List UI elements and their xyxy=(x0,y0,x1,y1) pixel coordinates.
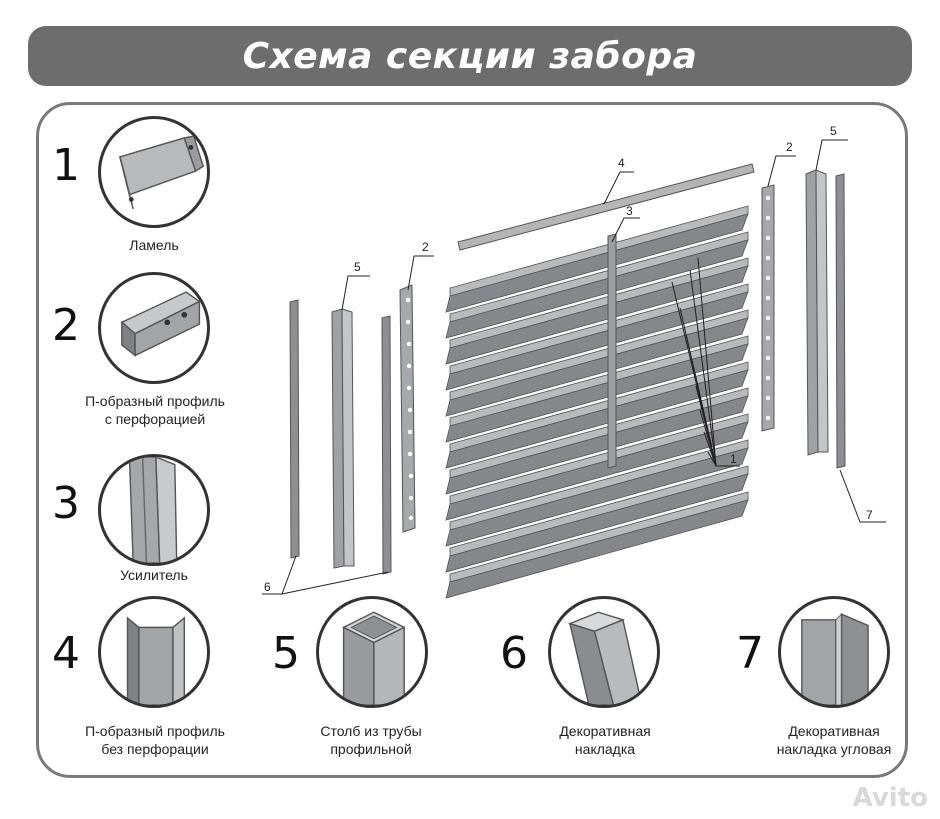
legend-number-4: 4 xyxy=(52,628,80,679)
perforation-holes-right xyxy=(765,195,771,421)
callout-7: 7 xyxy=(866,508,873,522)
reinforcer-icon xyxy=(98,454,210,566)
lamella-lip xyxy=(445,499,749,599)
u-profile-perforated-icon xyxy=(98,272,210,384)
title-banner: Схема секции забора xyxy=(28,26,912,86)
diagram-frame xyxy=(36,102,908,778)
legend-number-2: 2 xyxy=(52,300,80,351)
leader-lines xyxy=(262,139,886,595)
callout-5-right: 5 xyxy=(830,124,837,138)
perforation-holes-left xyxy=(405,297,414,521)
legend-number-3: 3 xyxy=(52,478,80,529)
callout-3: 3 xyxy=(626,204,633,218)
lamella-lip xyxy=(445,265,749,365)
lamella-lip xyxy=(445,239,749,339)
legend-label-3: Усилитель xyxy=(120,567,188,583)
lamella-lip xyxy=(445,447,749,547)
legend-label-1: Ламель xyxy=(129,237,179,253)
callout-5-left: 5 xyxy=(354,260,361,274)
lamella-stack xyxy=(445,205,749,599)
legend-label-6: Декоративная накладка xyxy=(559,723,651,757)
corner-cover-left xyxy=(381,315,392,575)
lamella-lip xyxy=(445,343,749,443)
legend-number-5: 5 xyxy=(272,628,300,679)
u-profile-icon xyxy=(98,596,210,708)
corner-cover-icon xyxy=(778,596,890,708)
callout-2-left: 2 xyxy=(422,240,429,254)
lamella-lip xyxy=(445,317,749,417)
corner-cover-right xyxy=(835,173,846,469)
decorative-cover-icon xyxy=(548,596,660,708)
legend-number-1: 1 xyxy=(52,140,80,191)
lamella-lip xyxy=(445,421,749,521)
page-title: Схема секции забора xyxy=(242,36,698,77)
perforated-profile-left xyxy=(399,284,416,533)
square-post-icon xyxy=(316,596,428,708)
lamella-lip xyxy=(445,473,749,573)
lamella-lip xyxy=(445,291,749,391)
callout-1: 1 xyxy=(730,452,737,466)
lamella-lip xyxy=(445,369,749,469)
perforated-profile-right xyxy=(761,184,775,432)
lamella-icon xyxy=(98,116,210,228)
callout-2-right: 2 xyxy=(786,140,793,154)
legend-label-2: П-образный профиль с перфорацией xyxy=(85,393,225,427)
decorative-cover-left xyxy=(289,299,300,559)
lamella-lip xyxy=(445,213,749,313)
lamella-lip xyxy=(445,395,749,495)
top-rail xyxy=(457,163,755,251)
reinforcer xyxy=(607,233,617,469)
legend-label-7: Декоративная накладка угловая xyxy=(776,723,892,757)
avito-watermark: Avito xyxy=(852,783,928,813)
callout-4: 4 xyxy=(618,156,625,170)
legend-label-4: П-образный профиль без перфорации xyxy=(85,723,225,757)
legend-number-6: 6 xyxy=(500,628,528,679)
legend-number-7: 7 xyxy=(736,628,764,679)
legend-label-5: Столб из трубы профильной xyxy=(320,723,422,757)
callout-6: 6 xyxy=(264,580,271,594)
